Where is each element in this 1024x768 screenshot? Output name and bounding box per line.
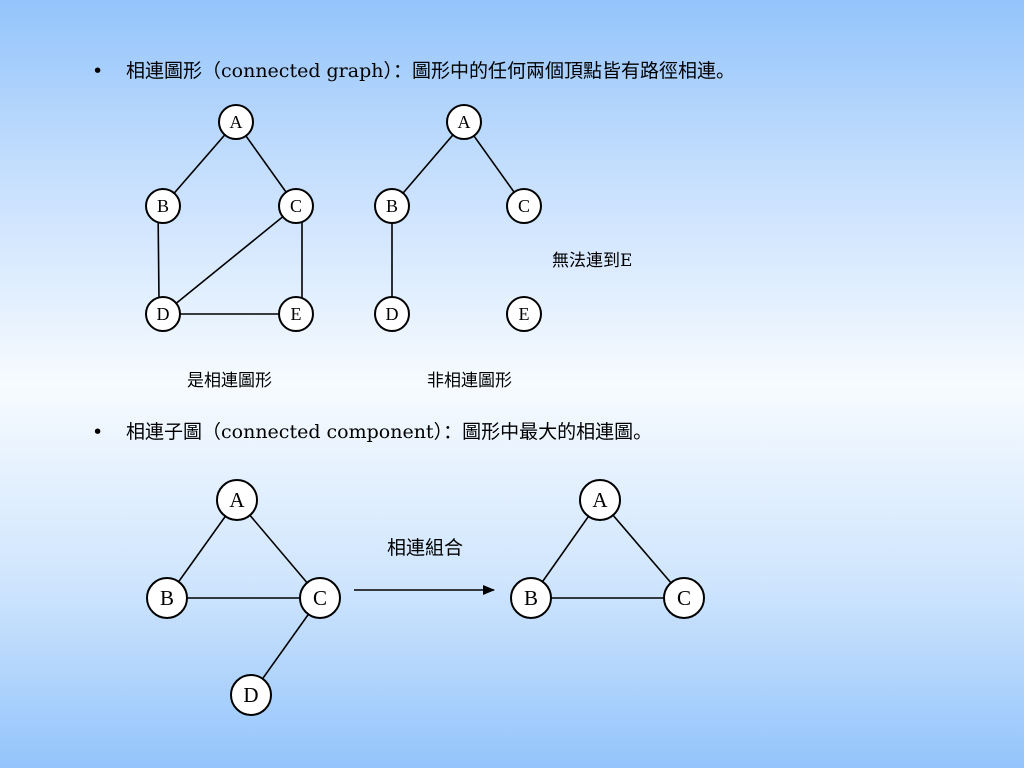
node-d: D <box>230 674 272 716</box>
node-d: D <box>145 296 181 332</box>
node-d: D <box>374 296 410 332</box>
edge-a-c <box>236 499 321 599</box>
node-e: E <box>278 296 314 332</box>
node-c: C <box>506 188 542 224</box>
caption-connected-graph: 是相連圖形 <box>187 371 272 391</box>
bullet-symbol: • <box>92 421 104 443</box>
node-label-e: E <box>519 304 530 324</box>
node-label-a: A <box>592 488 608 512</box>
node-a: A <box>579 479 621 521</box>
edge-a-c <box>599 499 685 599</box>
node-label-a: A <box>229 488 245 512</box>
node-c: C <box>278 188 314 224</box>
node-e: E <box>506 296 542 332</box>
node-label-a: A <box>458 112 471 132</box>
node-a: A <box>216 479 258 521</box>
node-b: B <box>374 188 410 224</box>
edge-a-b <box>391 121 465 207</box>
node-c: C <box>663 577 705 619</box>
node-b: B <box>510 577 552 619</box>
label-connected-merge: 相連組合 <box>387 537 464 559</box>
bullet-connected-component: • 相連子圖（connected component）：圖形中最大的相連圖。 <box>92 419 652 445</box>
node-label-b: B <box>386 196 398 216</box>
edge-c-d <box>162 205 297 315</box>
bullet-connected-graph: • 相連圖形（connected graph）：圖形中的任何兩個頂點皆有路徑相連。 <box>92 58 735 84</box>
caption-not-connected-graph: 非相連圖形 <box>427 371 512 391</box>
node-a: A <box>218 104 254 140</box>
node-b: B <box>145 188 181 224</box>
note-unreachable-e: 無法連到E <box>552 251 633 271</box>
node-label-b: B <box>157 196 169 216</box>
bullet-symbol: • <box>92 60 104 82</box>
node-a: A <box>446 104 482 140</box>
node-c: C <box>299 577 341 619</box>
edge-a-b <box>162 121 237 207</box>
node-label-a: A <box>230 112 243 132</box>
bullet-text-connected-component: 相連子圖（connected component）：圖形中最大的相連圖。 <box>126 421 653 443</box>
node-label-e: E <box>291 304 302 324</box>
node-label-c: C <box>518 196 530 216</box>
graph-component-result: A B C <box>510 479 705 619</box>
graph-not-connected: A B C D E <box>374 104 542 332</box>
graph-connected: A B C D E <box>145 104 314 332</box>
node-label-c: C <box>313 586 327 610</box>
node-label-c: C <box>677 586 691 610</box>
node-label-d: D <box>243 683 258 707</box>
node-b: B <box>146 577 188 619</box>
bullet-text-connected-graph: 相連圖形（connected graph）：圖形中的任何兩個頂點皆有路徑相連。 <box>126 60 735 82</box>
node-label-d: D <box>386 304 399 324</box>
graph-component-source: A B C D <box>146 479 341 716</box>
node-label-b: B <box>524 586 538 610</box>
node-label-d: D <box>157 304 170 324</box>
node-label-c: C <box>290 196 302 216</box>
node-label-b: B <box>160 586 174 610</box>
